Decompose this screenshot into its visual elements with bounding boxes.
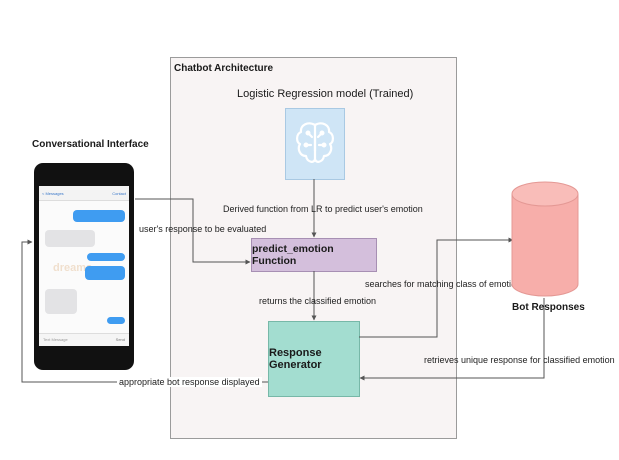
arrow-database-to-generator bbox=[359, 298, 545, 381]
architecture-title: Chatbot Architecture bbox=[174, 63, 274, 74]
contact-link: Contact bbox=[112, 191, 126, 196]
database-cylinder-icon bbox=[511, 181, 579, 297]
response-generator-box: Response Generator bbox=[268, 321, 360, 397]
bot-responses-title: Bot Responses bbox=[512, 302, 585, 313]
interface-title: Conversational Interface bbox=[32, 139, 149, 150]
message-bubble-outgoing bbox=[85, 266, 125, 280]
message-bubble-outgoing bbox=[87, 253, 125, 261]
back-link: < Messages bbox=[42, 191, 64, 196]
message-input: Text Message bbox=[43, 337, 68, 342]
label-user-response: user's response to be evaluated bbox=[139, 224, 267, 234]
phone-input-bar: Text Message Send bbox=[39, 333, 129, 346]
label-searches: searches for matching class of emotion bbox=[365, 279, 522, 289]
brain-circuit-icon bbox=[296, 122, 334, 163]
model-box bbox=[285, 108, 345, 180]
label-derived-function: Derived function from LR to predict user… bbox=[223, 204, 423, 214]
phone-screen: < Messages Contact dreams Text Message S… bbox=[39, 186, 129, 346]
label-returns-emotion: returns the classified emotion bbox=[259, 296, 377, 306]
message-bubble-incoming bbox=[45, 230, 95, 247]
arrow-generator-to-database bbox=[359, 237, 514, 338]
message-bubble-incoming bbox=[45, 289, 77, 314]
label-response-displayed: appropriate bot response displayed bbox=[117, 377, 262, 387]
send-button: Send bbox=[115, 337, 125, 342]
message-bubble-outgoing bbox=[107, 317, 125, 324]
label-retrieves: retrieves unique response for classified… bbox=[424, 355, 615, 365]
arrow-phone-to-predict bbox=[135, 198, 251, 265]
model-title: Logistic Regression model (Trained) bbox=[237, 88, 414, 100]
phone-header: < Messages Contact bbox=[39, 186, 129, 201]
phone-watermark: dreams bbox=[53, 262, 93, 274]
message-bubble-outgoing bbox=[73, 210, 125, 222]
